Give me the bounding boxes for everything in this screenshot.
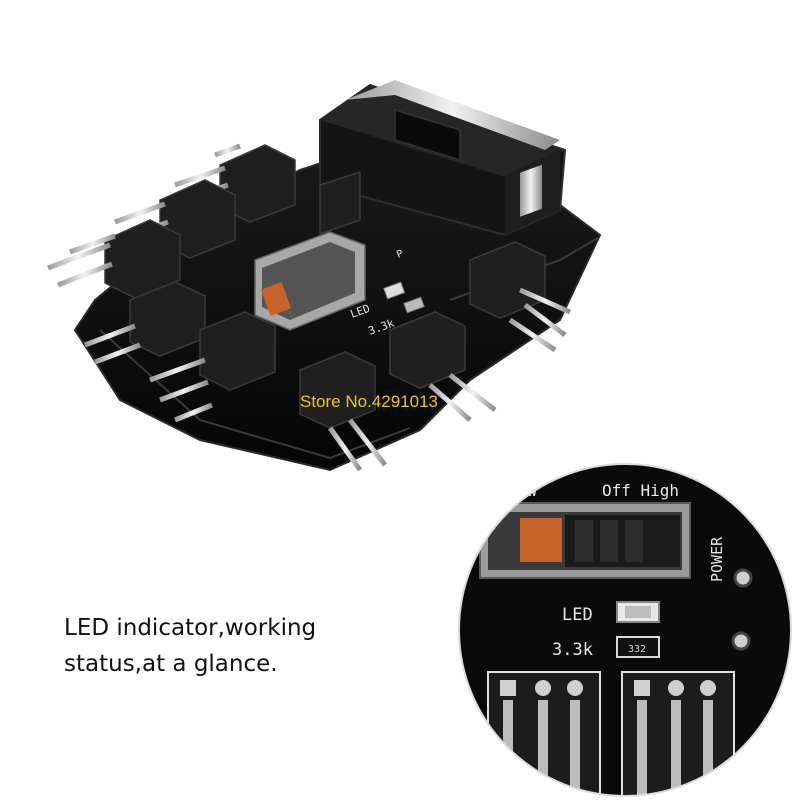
inset-resistor-code: 332 [628,644,646,655]
inset-label-power: POWER [708,536,726,582]
inset-label-low: Low [508,481,537,500]
fan-header [149,311,276,423]
inset-switch-slider [520,518,562,562]
caption-line-2: status,at a glance. [64,651,278,677]
inset-label-off-high: Off High [602,481,679,500]
led-indicator [383,281,406,300]
store-watermark: Store No.4291013 [300,392,438,411]
fan-header [299,351,387,472]
fan-header [389,311,497,422]
inset-fan-header-right [621,671,735,796]
right-fan-headers [422,215,572,353]
left-fan-headers [47,143,296,365]
fan-header [84,281,206,365]
inset-label-led: LED [562,605,593,625]
caption-line-1: LED indicator,working [64,615,317,641]
fan-hub-board: LED 3.3k P Store No.4291013 [47,80,602,472]
inset-fan-header-left [487,671,601,796]
fan-header [469,241,572,353]
resistor [403,296,425,314]
fan-header [47,219,181,299]
slide-switch [254,170,366,331]
bottom-fan-headers [149,311,497,472]
inset-resistor [616,636,660,658]
board-label-p: P [395,248,404,260]
sata-power-connector [319,80,567,237]
inset-label-resistor: 3.3k [552,640,593,660]
feature-caption: LED indicator,working status,at a glance… [64,610,364,682]
board-label-led: LED [349,302,372,321]
zoom-inset: Low Off High POWER LED 3.3k 332 [458,463,792,797]
switch-slider [260,282,292,316]
